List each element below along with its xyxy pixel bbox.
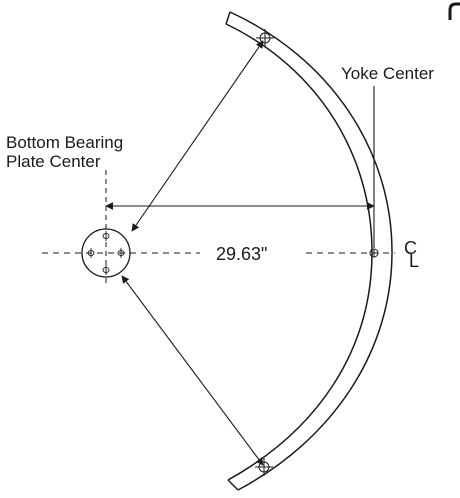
bottom-bearing-label-line2: Plate Center <box>6 152 101 171</box>
upper-diagonal-dimension <box>131 40 264 232</box>
yoke-center-hole <box>369 248 379 258</box>
bottom-bearing-label-line1: Bottom Bearing <box>6 133 123 152</box>
svg-text:C: C <box>404 238 417 258</box>
bottom-bearing-plate <box>81 170 131 287</box>
phi-hole-icon <box>87 231 125 275</box>
corner-fragment <box>448 2 460 20</box>
centerline-symbol: C L <box>404 238 419 271</box>
yoke-arc <box>225 11 393 491</box>
bottom-arc-hole <box>255 458 273 476</box>
yoke-center-label: Yoke Center <box>341 64 434 83</box>
top-arc-hole <box>256 29 274 47</box>
svg-text:L: L <box>409 251 419 271</box>
distance-label: 29.63" <box>216 244 267 264</box>
lower-diagonal-dimension <box>121 275 264 466</box>
